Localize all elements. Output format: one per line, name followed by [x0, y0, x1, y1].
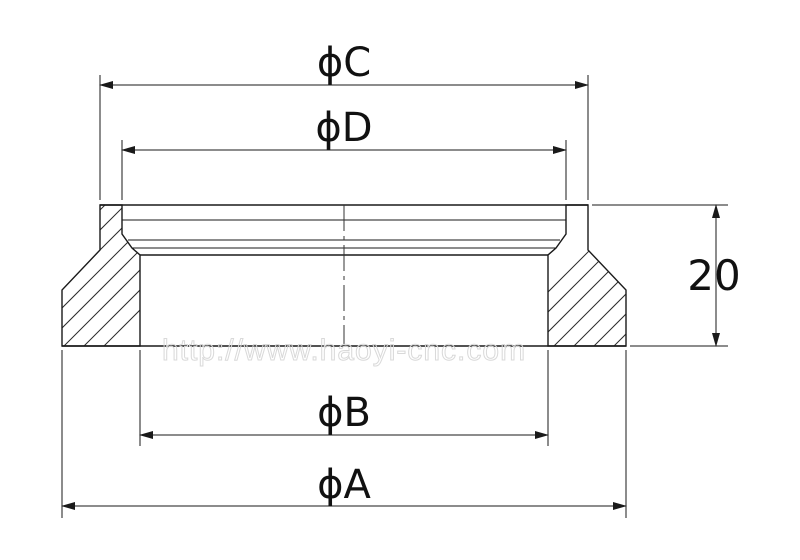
dimension-label-a: ϕA: [317, 462, 371, 508]
dimension-label-b: ϕB: [317, 390, 371, 436]
right-section-outline: [547, 204, 627, 347]
left-section-outline: [61, 204, 141, 347]
dimension-label-d: ϕD: [315, 105, 372, 151]
dimension-label-c: ϕC: [317, 40, 371, 86]
dimension-label-height: 20: [687, 251, 740, 300]
watermark-text: http://www.haoyi-cnc.com: [162, 334, 526, 367]
extension-lines: [61, 75, 728, 518]
